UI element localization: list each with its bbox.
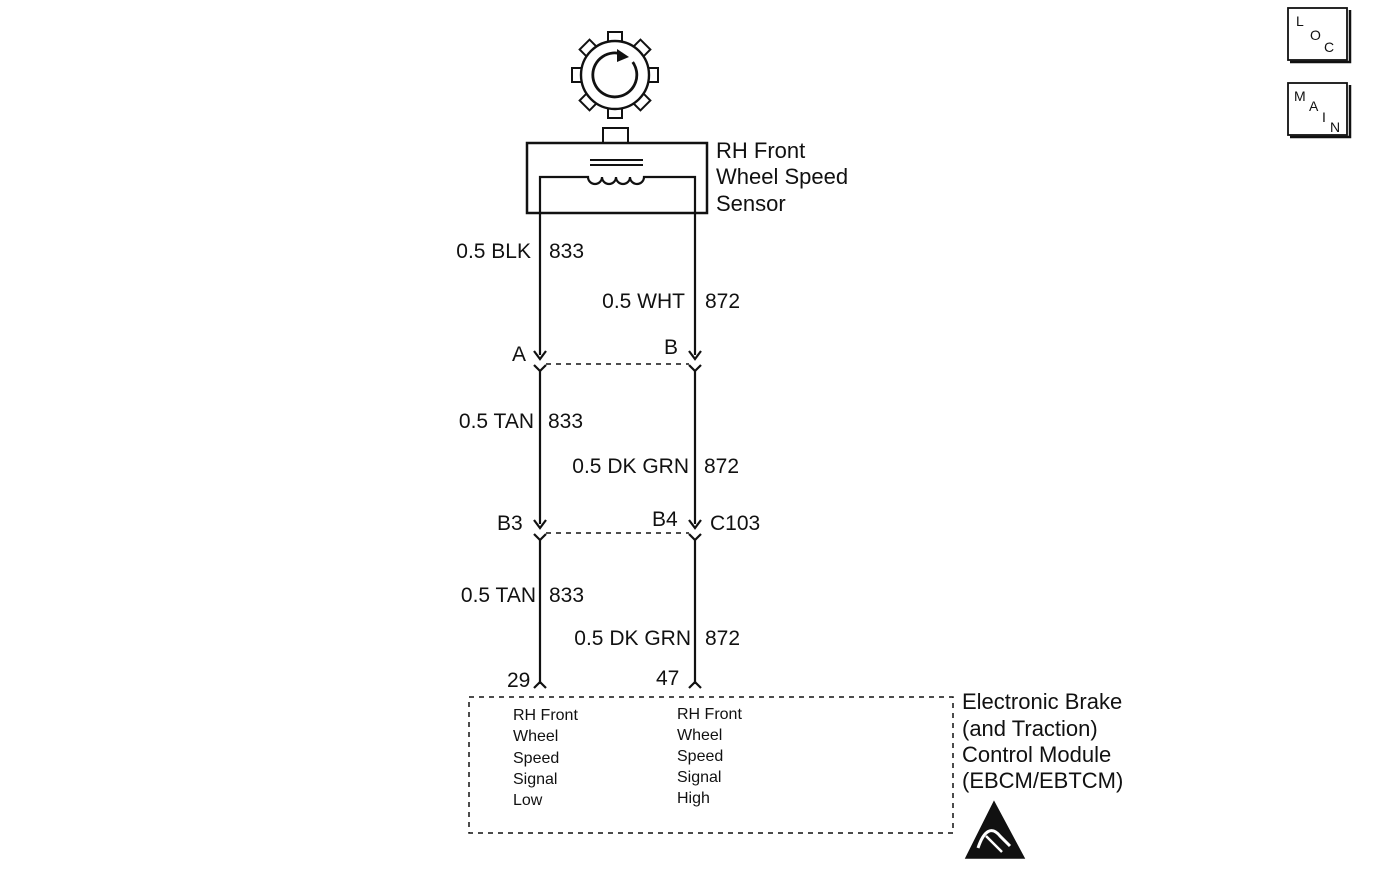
connector-pin-a: A: [512, 343, 526, 366]
wire-label-left-1: 0.5 BLK: [456, 240, 531, 263]
terminal-left-line-2: Wheel: [513, 728, 558, 745]
wire-label-right-3: 0.5 DK GRN: [574, 627, 691, 650]
ebcm-module-box: [468, 696, 954, 834]
connector-id-c103: C103: [710, 512, 760, 535]
module-pin-47: 47: [656, 667, 679, 690]
terminal-left-line-5: Low: [513, 792, 543, 809]
connector-pin-b4: B4: [652, 508, 678, 531]
module-pin-29: 29: [507, 669, 530, 692]
terminal-47: [688, 680, 702, 689]
esd-sensitive-icon: [964, 800, 1026, 859]
module-label-line-2: (and Traction): [962, 716, 1098, 741]
sensor-label-line-2: Wheel Speed: [716, 164, 848, 189]
loc-letter-1: L: [1296, 13, 1304, 29]
loc-letter-2: O: [1310, 27, 1321, 43]
connector-pin-b3: B3: [497, 512, 523, 535]
tone-wheel-icon: [571, 31, 659, 119]
terminal-left-line-1: RH Front: [513, 707, 578, 724]
wire-circuit-left-2: 833: [548, 410, 583, 433]
main-button[interactable]: M A I N: [1287, 82, 1352, 139]
wheel-speed-sensor: [525, 127, 709, 215]
sensor-label-line-1: RH Front: [716, 138, 805, 163]
module-label-line-4: (EBCM/EBTCM): [962, 768, 1123, 793]
terminal-right-line-4: Signal: [677, 769, 721, 786]
loc-button[interactable]: L O C: [1287, 7, 1352, 64]
wire-label-left-3: 0.5 TAN: [461, 584, 536, 607]
terminal-right-line-1: RH Front: [677, 706, 742, 723]
terminal-left-line-4: Signal: [513, 771, 557, 788]
wire-circuit-right-2: 872: [704, 455, 739, 478]
module-label-line-3: Control Module: [962, 742, 1111, 767]
terminal-right-line-5: High: [677, 790, 710, 807]
main-letter-4: N: [1330, 119, 1340, 135]
sensor-label-line-3: Sensor: [716, 191, 786, 216]
terminal-left-line-3: Speed: [513, 750, 559, 767]
wire-circuit-left-1: 833: [549, 240, 584, 263]
wire-label-right-1: 0.5 WHT: [602, 290, 685, 313]
loc-letter-3: C: [1324, 39, 1334, 55]
terminal-29: [533, 680, 547, 689]
main-letter-1: M: [1294, 88, 1306, 104]
main-letter-3: I: [1322, 109, 1326, 125]
terminal-right-line-2: Wheel: [677, 727, 722, 744]
wire-circuit-right-1: 872: [705, 290, 740, 313]
wire-label-left-2: 0.5 TAN: [459, 410, 534, 433]
wire-label-right-2: 0.5 DK GRN: [572, 455, 689, 478]
module-label-line-1: Electronic Brake: [962, 689, 1122, 714]
terminal-right-line-3: Speed: [677, 748, 723, 765]
wire-circuit-left-3: 833: [549, 584, 584, 607]
wire-circuit-right-3: 872: [705, 627, 740, 650]
connector-pin-b: B: [664, 336, 678, 359]
main-letter-2: A: [1309, 98, 1319, 114]
